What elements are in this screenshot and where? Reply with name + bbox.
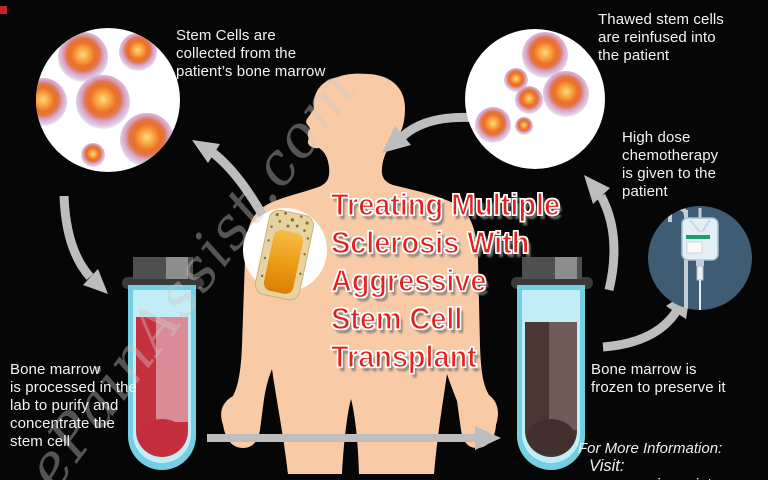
arrow-collect-to-tube bbox=[59, 195, 108, 294]
label-step-process: Bone marrow is processed in the lab to p… bbox=[10, 361, 137, 450]
test-tube-red-icon bbox=[122, 257, 204, 470]
test-tube-frozen-icon bbox=[511, 257, 593, 470]
stem-cells-thawed-icon bbox=[465, 29, 605, 169]
arrow-body-to-collect bbox=[192, 140, 267, 219]
patient-body-silhouette bbox=[221, 73, 498, 474]
page-title: Treating Multiple Sclerosis With Aggress… bbox=[330, 186, 561, 374]
label-step-freeze: Bone marrow is frozen to preserve it bbox=[591, 361, 726, 396]
arrow-tube-to-frozen bbox=[207, 426, 501, 450]
stem-cells-collected-icon bbox=[36, 28, 180, 172]
arrow-iv-to-reinfuse bbox=[584, 175, 619, 292]
flow-arrows bbox=[59, 112, 691, 450]
label-step-collect: Stem Cells are collected from the patien… bbox=[176, 27, 326, 80]
label-step-reinfuse: Thawed stem cells are reinfused into the… bbox=[598, 11, 724, 64]
website-link[interactable]: Visit: www.epainassist.com bbox=[589, 457, 747, 480]
label-step-chemo: High dose chemotherapy is given to the p… bbox=[622, 129, 719, 200]
corner-mark bbox=[0, 6, 7, 14]
footer-info-text: For More Information: bbox=[578, 440, 723, 457]
bone-marrow-inset-icon bbox=[243, 208, 327, 301]
iv-drip-icon bbox=[648, 206, 752, 310]
